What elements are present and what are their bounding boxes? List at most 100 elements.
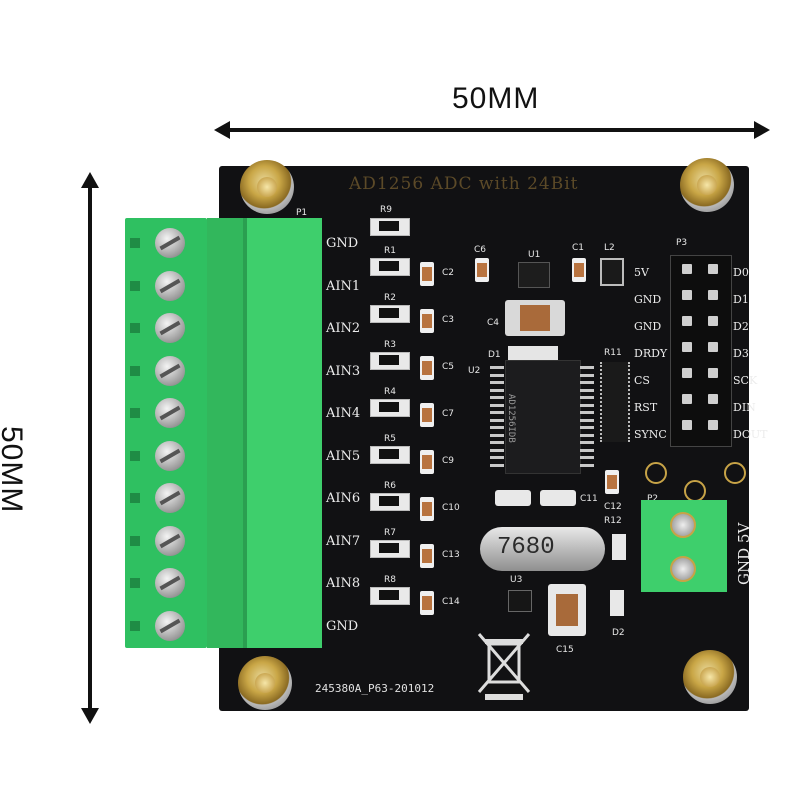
mount-screw-br — [683, 650, 737, 704]
terminal-block-body — [207, 218, 322, 648]
ref-r1: R1 — [384, 246, 396, 256]
pin-label-ain6: AIN6 — [326, 491, 361, 506]
pin-label-gnd: GND — [326, 236, 359, 251]
terminal-tab — [130, 323, 140, 333]
header-label-d0: D0 — [733, 266, 749, 279]
resistor-r5 — [370, 446, 410, 464]
header-p3 — [670, 255, 732, 447]
ref-c14: C14 — [442, 597, 460, 607]
cap-c10 — [420, 497, 434, 521]
ref-c1: C1 — [572, 243, 585, 253]
ref-c11: C11 — [580, 494, 598, 504]
header-pin — [708, 290, 718, 300]
inductor-l2 — [600, 258, 624, 286]
terminal-tab — [130, 620, 140, 631]
via-hole-2 — [684, 480, 706, 502]
power-screw-1 — [670, 512, 696, 538]
ref-c7: C7 — [442, 409, 455, 419]
header-pin — [682, 394, 692, 404]
chip-pin — [490, 366, 504, 369]
ref-r7: R7 — [384, 528, 396, 538]
cap-c4-body — [520, 305, 550, 331]
regulator-u1 — [518, 262, 550, 288]
header-label-sck: SCK — [733, 374, 758, 387]
ref-c9: C9 — [442, 456, 455, 466]
chip-pin — [490, 381, 504, 384]
cap-c11 — [540, 490, 576, 506]
terminal-screw — [155, 355, 185, 386]
chip-pin — [580, 448, 594, 452]
ref-u1: U1 — [528, 250, 541, 260]
ref-r4: R4 — [384, 387, 396, 397]
chip-pin — [490, 373, 504, 377]
resistor-r7 — [370, 540, 410, 558]
terminal-screw — [155, 440, 185, 471]
ref-c12: C12 — [604, 502, 622, 512]
resistor-r3 — [370, 352, 410, 370]
diode-d1 — [508, 346, 558, 360]
cap-c5 — [420, 356, 434, 380]
height-arrow — [81, 172, 99, 724]
resistor-r4 — [370, 399, 410, 417]
pin-label-ain4: AIN4 — [326, 406, 361, 421]
terminal-tab — [130, 238, 140, 248]
header-pin — [708, 394, 718, 404]
terminal-tab — [130, 408, 140, 418]
header-pin — [682, 316, 692, 326]
header-pin — [708, 342, 718, 352]
terminal-tab — [130, 535, 140, 546]
ref-p3: P3 — [676, 238, 688, 248]
header-label-d2: D2 — [733, 320, 749, 333]
ref-r5: R5 — [384, 434, 396, 444]
ref-r9: R9 — [380, 205, 392, 215]
chip-pin — [580, 396, 594, 399]
pin-label-ain7: AIN7 — [326, 533, 361, 549]
regulator-u3 — [508, 590, 532, 612]
terminal-screw — [155, 270, 185, 301]
ref-u2: U2 — [468, 366, 481, 376]
header-pin — [708, 420, 718, 430]
resistor-r2 — [370, 305, 410, 323]
chip-pin — [490, 426, 504, 429]
crystal-label: 7680 — [497, 534, 555, 561]
ref-c6: C6 — [474, 245, 487, 255]
mount-screw-tl — [240, 160, 294, 214]
header-pin — [682, 342, 692, 352]
chip-pin — [580, 381, 594, 384]
ref-u3: U3 — [510, 575, 523, 585]
header-label-d1: D1 — [733, 293, 749, 306]
header-label-5v: 5V — [634, 266, 649, 279]
cap-c13 — [420, 544, 434, 568]
terminal-tab — [130, 280, 140, 291]
terminal-screw — [155, 313, 185, 343]
header-label-cs: CS — [634, 374, 650, 387]
ref-l2: L2 — [604, 243, 615, 253]
terminal-screw — [155, 228, 185, 258]
header-pin — [682, 368, 692, 378]
header-label-gnd: GND — [634, 320, 662, 333]
mount-screw-bl — [238, 656, 292, 710]
header-label-d3: D3 — [733, 347, 749, 360]
ref-r2: R2 — [384, 293, 396, 303]
adc-chip — [505, 360, 581, 474]
pin-label-ain8: AIN8 — [326, 576, 361, 591]
via-hole-1 — [645, 462, 667, 484]
pin-label-gnd: GND — [326, 618, 359, 634]
cap-c7 — [420, 403, 434, 427]
ref-r8: R8 — [384, 575, 396, 585]
cap-c3 — [420, 309, 434, 333]
resistor-r9 — [370, 218, 410, 236]
terminal-screw — [155, 483, 185, 513]
pin-label-ain5: AIN5 — [326, 448, 361, 464]
header-label-dout: DOUT — [733, 428, 768, 441]
chip-pin — [580, 366, 594, 369]
header-pin — [708, 368, 718, 378]
via-hole-3 — [724, 462, 746, 484]
chip-pin — [490, 448, 504, 452]
terminal-tab — [130, 493, 140, 503]
ref-r12: R12 — [604, 516, 622, 526]
power-label: GND 5V — [735, 522, 753, 585]
board-title: AD1256 ADC with 24Bit — [349, 174, 579, 194]
ref-c5: C5 — [442, 362, 455, 372]
ref-p1: P1 — [296, 208, 308, 218]
